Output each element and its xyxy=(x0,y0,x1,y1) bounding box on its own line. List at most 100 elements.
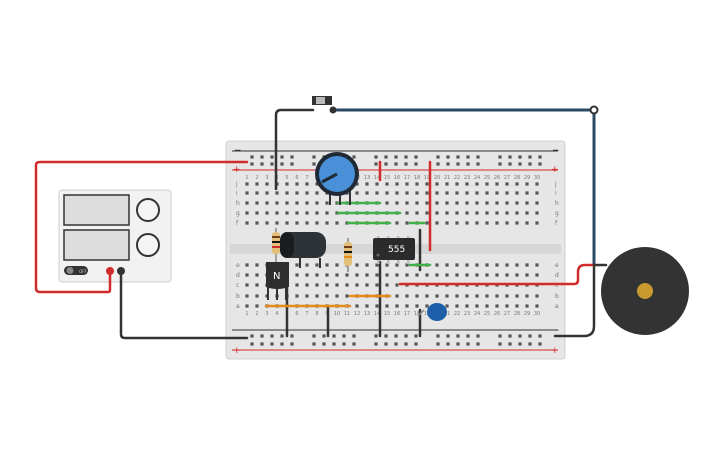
breadboard-hole[interactable] xyxy=(385,273,389,277)
breadboard-hole[interactable] xyxy=(525,221,529,225)
resistor[interactable] xyxy=(344,238,352,272)
breadboard-hole[interactable] xyxy=(265,201,269,205)
breadboard-hole[interactable] xyxy=(436,334,440,338)
breadboard-hole[interactable] xyxy=(395,273,399,277)
breadboard-hole[interactable] xyxy=(395,191,399,195)
breadboard-hole[interactable] xyxy=(508,334,512,338)
breadboard-hole[interactable] xyxy=(394,342,398,346)
breadboard-hole[interactable] xyxy=(466,334,470,338)
breadboard-hole[interactable] xyxy=(508,342,512,346)
breadboard-hole[interactable] xyxy=(295,221,299,225)
breadboard-hole[interactable] xyxy=(446,334,450,338)
breadboard-hole[interactable] xyxy=(445,304,449,308)
breadboard-hole[interactable] xyxy=(476,342,480,346)
breadboard-hole[interactable] xyxy=(456,342,460,346)
breadboard-hole[interactable] xyxy=(495,221,499,225)
breadboard-hole[interactable] xyxy=(414,155,418,159)
breadboard-hole[interactable] xyxy=(312,162,316,166)
breadboard-hole[interactable] xyxy=(476,162,480,166)
breadboard-hole[interactable] xyxy=(405,221,409,225)
breadboard-hole[interactable] xyxy=(415,294,419,298)
breadboard-hole[interactable] xyxy=(365,182,369,186)
breadboard-hole[interactable] xyxy=(315,273,319,277)
breadboard-hole[interactable] xyxy=(295,294,299,298)
breadboard-hole[interactable] xyxy=(245,273,249,277)
breadboard-hole[interactable] xyxy=(485,304,489,308)
breadboard-hole[interactable] xyxy=(384,334,388,338)
breadboard-hole[interactable] xyxy=(270,342,274,346)
breadboard-hole[interactable] xyxy=(455,263,459,267)
breadboard-hole[interactable] xyxy=(535,263,539,267)
breadboard-hole[interactable] xyxy=(435,191,439,195)
breadboard-hole[interactable] xyxy=(285,191,289,195)
breadboard-hole[interactable] xyxy=(305,273,309,277)
breadboard-hole[interactable] xyxy=(255,294,259,298)
breadboard-hole[interactable] xyxy=(245,211,249,215)
breadboard-hole[interactable] xyxy=(435,201,439,205)
breadboard-hole[interactable] xyxy=(295,283,299,287)
electrolytic-capacitor[interactable] xyxy=(280,232,326,268)
breadboard-hole[interactable] xyxy=(265,221,269,225)
breadboard-hole[interactable] xyxy=(535,221,539,225)
breadboard-hole[interactable] xyxy=(455,191,459,195)
breadboard-hole[interactable] xyxy=(374,162,378,166)
breadboard-hole[interactable] xyxy=(445,201,449,205)
breadboard-hole[interactable] xyxy=(538,342,542,346)
breadboard-hole[interactable] xyxy=(245,221,249,225)
breadboard-hole[interactable] xyxy=(270,155,274,159)
breadboard-hole[interactable] xyxy=(385,283,389,287)
breadboard-hole[interactable] xyxy=(525,182,529,186)
breadboard-hole[interactable] xyxy=(395,182,399,186)
breadboard-hole[interactable] xyxy=(515,182,519,186)
breadboard-hole[interactable] xyxy=(414,334,418,338)
breadboard-hole[interactable] xyxy=(505,294,509,298)
breadboard-hole[interactable] xyxy=(525,273,529,277)
breadboard-hole[interactable] xyxy=(404,334,408,338)
breadboard-hole[interactable] xyxy=(445,273,449,277)
breadboard-hole[interactable] xyxy=(345,283,349,287)
breadboard-hole[interactable] xyxy=(335,294,339,298)
breadboard-hole[interactable] xyxy=(475,263,479,267)
breadboard-hole[interactable] xyxy=(325,283,329,287)
breadboard-hole[interactable] xyxy=(515,201,519,205)
breadboard-hole[interactable] xyxy=(315,182,319,186)
breadboard-hole[interactable] xyxy=(342,342,346,346)
breadboard-hole[interactable] xyxy=(395,263,399,267)
breadboard-hole[interactable] xyxy=(355,182,359,186)
breadboard-hole[interactable] xyxy=(435,263,439,267)
breadboard-hole[interactable] xyxy=(280,342,284,346)
breadboard-hole[interactable] xyxy=(425,273,429,277)
breadboard-hole[interactable] xyxy=(404,162,408,166)
breadboard-hole[interactable] xyxy=(280,162,284,166)
breadboard-hole[interactable] xyxy=(414,342,418,346)
breadboard-hole[interactable] xyxy=(285,211,289,215)
breadboard-hole[interactable] xyxy=(415,211,419,215)
breadboard-hole[interactable] xyxy=(445,191,449,195)
breadboard-hole[interactable] xyxy=(322,342,326,346)
breadboard-hole[interactable] xyxy=(495,201,499,205)
slide-switch[interactable] xyxy=(312,96,599,115)
breadboard-hole[interactable] xyxy=(475,221,479,225)
breadboard-hole[interactable] xyxy=(446,162,450,166)
breadboard-hole[interactable] xyxy=(495,273,499,277)
breadboard-hole[interactable] xyxy=(295,182,299,186)
breadboard-hole[interactable] xyxy=(465,304,469,308)
breadboard-hole[interactable] xyxy=(375,304,379,308)
breadboard-hole[interactable] xyxy=(245,182,249,186)
breadboard-hole[interactable] xyxy=(436,162,440,166)
breadboard-hole[interactable] xyxy=(270,162,274,166)
breadboard-hole[interactable] xyxy=(295,273,299,277)
breadboard-hole[interactable] xyxy=(405,191,409,195)
breadboard-hole[interactable] xyxy=(415,182,419,186)
breadboard-hole[interactable] xyxy=(394,155,398,159)
breadboard-hole[interactable] xyxy=(466,162,470,166)
breadboard-hole[interactable] xyxy=(245,294,249,298)
breadboard-hole[interactable] xyxy=(435,221,439,225)
breadboard-hole[interactable] xyxy=(305,182,309,186)
breadboard-hole[interactable] xyxy=(285,221,289,225)
breadboard-hole[interactable] xyxy=(498,162,502,166)
breadboard-hole[interactable] xyxy=(374,334,378,338)
potentiometer[interactable] xyxy=(315,152,359,205)
breadboard-hole[interactable] xyxy=(335,283,339,287)
